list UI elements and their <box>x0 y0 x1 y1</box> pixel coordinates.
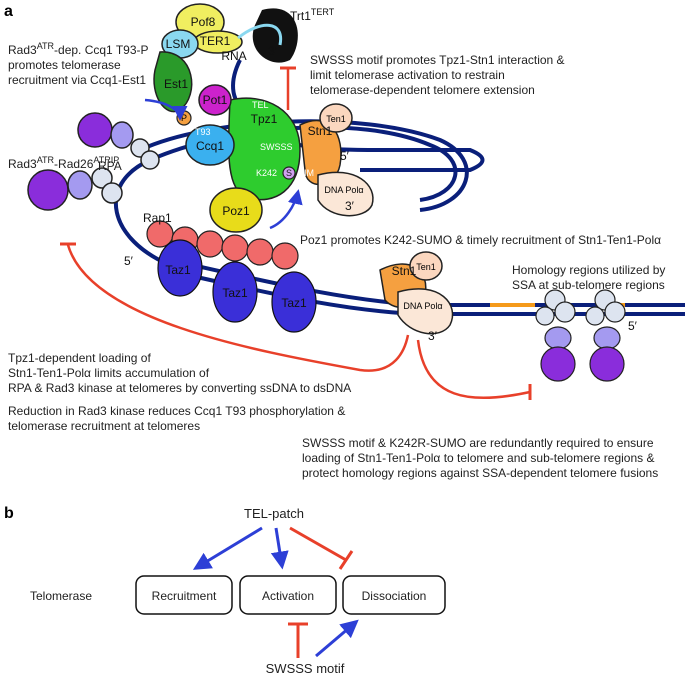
pof8-label: Pof8 <box>191 15 216 29</box>
stn1-label-lower: Stn1 <box>392 264 417 278</box>
recruitment-label: Recruitment <box>152 589 217 603</box>
activation-label: Activation <box>262 589 314 603</box>
rad3-complex <box>27 112 160 211</box>
pol-3prime: 3′ <box>345 199 355 213</box>
inhibit-tpz1-rpa <box>66 244 410 372</box>
panel-b-label: b <box>4 505 14 522</box>
pot1-shape <box>198 84 232 116</box>
panel-a-label: a <box>4 3 13 20</box>
s-label: S <box>286 168 292 178</box>
trt1-label: Trt1TERT <box>290 7 335 23</box>
caption-swsss: SWSSS motif promotes Tpz1-Stn1 interacti… <box>310 53 568 97</box>
ten1-label-lower: Ten1 <box>416 262 436 272</box>
loop-5prime: 5′ <box>340 149 350 163</box>
arrow-telpatch-activation <box>270 527 289 570</box>
rna-label: RNA <box>221 49 246 63</box>
caption-poz1: Poz1 promotes K242-SUMO & timely recruit… <box>300 233 661 247</box>
ten1-shape <box>319 103 353 133</box>
tpz1-shape <box>227 97 301 201</box>
caption-ccq1: Rad3ATR-dep. Ccq1 T93-P promotes telomer… <box>8 41 152 87</box>
caption-tpz1: Tpz1-dependent loading of Stn1-Ten1-Polα… <box>8 351 351 395</box>
ccq1-shape <box>185 124 235 166</box>
tpz1-label: Tpz1 <box>251 112 278 126</box>
box-activation <box>239 575 337 615</box>
rad3-sphere <box>27 169 69 211</box>
rpa-label: RPA <box>98 159 122 173</box>
taz1-label-3: Taz1 <box>281 296 307 310</box>
est1-label: Est1 <box>164 77 188 91</box>
taz1-label-1: Taz1 <box>165 263 191 277</box>
t93-label: T93 <box>195 127 211 137</box>
poz1-label: Poz1 <box>222 204 250 218</box>
tel-patch-label: TEL-patch <box>244 506 304 521</box>
stn1-label-top: Stn1 <box>308 124 333 138</box>
rad3-sphere-top <box>77 112 113 148</box>
box-recruitment <box>135 575 233 615</box>
lower-3prime: 3′ <box>428 329 438 343</box>
right-5prime: 5′ <box>628 319 638 333</box>
arrow-telpatch-recruitment <box>192 526 263 570</box>
inhibit-redundant-ssa <box>416 339 531 400</box>
ter1-label: TER1 <box>200 34 231 48</box>
dna-pol-label-lower: DNA Polα <box>403 301 442 311</box>
dna-pol-label-top: DNA Polα <box>324 185 363 195</box>
arrow-ccq1-est1 <box>144 98 188 121</box>
trt1-shape <box>252 8 298 63</box>
homology-rpa-complexes <box>535 289 626 382</box>
swsss-label: SWSSS <box>260 142 293 152</box>
rpa-sphere <box>91 167 113 189</box>
rap1-label: Rap1 <box>143 211 172 225</box>
sim-label: SIM <box>298 168 314 178</box>
ccq1-label: Ccq1 <box>196 139 224 153</box>
shelterin-core <box>176 84 374 233</box>
rap1-beads <box>146 220 299 270</box>
stn1-ten1-pol-lower <box>379 251 454 335</box>
arrow-swsss-dissociation <box>315 619 359 658</box>
duplex-5prime: 5′ <box>124 254 134 268</box>
rad3-rad26-label: Rad3ATR-Rad26ATRIP <box>8 155 119 171</box>
lsm-label: LSM <box>166 37 191 51</box>
telomerase-label: Telomerase <box>30 589 92 603</box>
arrow-poz1-sumo <box>269 189 303 230</box>
swsss-motif-label: SWSSS motif <box>266 661 345 676</box>
box-dissociation <box>342 575 446 615</box>
process-boxes <box>135 575 446 615</box>
k242-label: K242 <box>256 168 277 178</box>
taz1-label-2: Taz1 <box>222 286 248 300</box>
trt1-3prime: 3′ <box>268 44 278 58</box>
sumo-marker <box>282 166 296 180</box>
caption-homology: Homology regions utilized by SSA at sub-… <box>512 263 669 292</box>
inhibit-telpatch-dissociation <box>289 526 347 562</box>
pot1-label: Pot1 <box>203 93 228 107</box>
rad26-sphere <box>67 170 93 200</box>
dna-pol-shape <box>317 171 374 217</box>
taz1-group <box>157 239 317 333</box>
poz1-shape <box>209 187 263 233</box>
caption-redundant: SWSSS motif & K242R-SUMO are redundantly… <box>302 436 658 480</box>
caption-reduction: Reduction in Rad3 kinase reduces Ccq1 T9… <box>8 404 349 433</box>
tel-label: TEL <box>252 100 269 110</box>
ten1-label-top: Ten1 <box>326 114 346 124</box>
dissociation-label: Dissociation <box>362 589 427 603</box>
p-label: P <box>181 113 187 123</box>
